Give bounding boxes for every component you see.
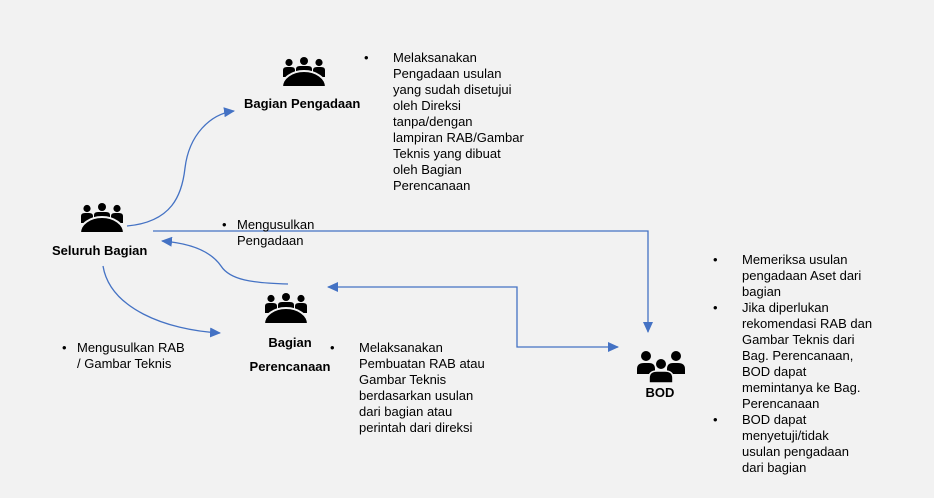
note-line: Melaksanakan — [393, 50, 477, 65]
bullet-item: Melaksanakan Pengadaan usulan yang sudah… — [364, 50, 524, 194]
group-meeting-icon — [79, 203, 125, 233]
bullet-item: Mengusulkan Pengadaan — [222, 217, 315, 249]
note-line: dari bagian atau — [359, 404, 453, 419]
group-meeting-icon — [263, 293, 309, 324]
node-label-bagian-perencanaan: Bagian Perencanaan — [235, 335, 345, 375]
note-line: Perencanaan — [393, 178, 471, 193]
note-line: Pembuatan RAB atau — [359, 356, 485, 371]
note-line: menyetuji/tidak — [742, 428, 829, 443]
group-meeting-icon — [281, 57, 327, 87]
connector-bod-perencanaan — [327, 282, 619, 352]
label-line: Bagian — [268, 335, 312, 350]
note-bod: Memeriksa usulan pengadaan Aset dari bag… — [713, 252, 873, 476]
bullet-item: Melaksanakan Pembuatan RAB atau Gambar T… — [330, 340, 485, 436]
note-line: Melaksanakan — [359, 340, 443, 355]
node-label-seluruh-bagian: Seluruh Bagian — [52, 243, 148, 258]
note-mengusulkan-rab: Mengusulkan RAB / Gambar Teknis — [62, 340, 185, 372]
note-line: Perencanaan — [742, 396, 820, 411]
note-line: berdasarkan usulan — [359, 388, 474, 403]
connector-seluruh-to-pengadaan — [126, 107, 235, 227]
note-mengusulkan-pengadaan: Mengusulkan Pengadaan — [222, 217, 315, 249]
bullet-item: Mengusulkan RAB / Gambar Teknis — [62, 340, 185, 372]
note-line: Pengadaan — [237, 233, 304, 248]
label-line: Perencanaan — [249, 359, 331, 374]
people-group-icon — [637, 351, 685, 383]
note-line: tanpa/dengan — [393, 114, 473, 129]
note-line: yang sudah disetujui — [393, 82, 512, 97]
connector-seluruh-to-bod — [153, 230, 653, 333]
bullet-item: Jika diperlukan rekomendasi RAB dan Gamb… — [713, 300, 873, 412]
note-line: rekomendasi RAB dan — [742, 316, 873, 331]
bullet-item: Memeriksa usulan pengadaan Aset dari bag… — [713, 252, 872, 300]
note-line: Gambar Teknis — [359, 372, 447, 387]
note-line: lampiran RAB/Gambar — [393, 130, 524, 145]
note-line: dari bagian — [742, 460, 807, 475]
node-label-bod: BOD — [645, 385, 675, 400]
note-line: Pengadaan usulan — [393, 66, 502, 81]
note-line: oleh Bagian — [393, 162, 462, 177]
note-line: Teknis yang dibuat — [393, 146, 501, 161]
note-line: bagian — [742, 284, 782, 299]
connector-seluruh-to-perencanaan — [102, 265, 221, 338]
note-line: BOD dapat — [742, 364, 807, 379]
note-line: oleh Direksi — [393, 98, 461, 113]
note-line: / Gambar Teknis — [77, 356, 172, 371]
note-line: Memeriksa usulan — [742, 252, 848, 267]
bullet-item: BOD dapat menyetuji/tidak usulan pengada… — [713, 412, 872, 476]
note-line: usulan pengadaan — [742, 444, 849, 459]
note-line: Jika diperlukan — [742, 300, 829, 315]
note-line: pengadaan Aset dari — [742, 268, 862, 283]
note-line: BOD dapat — [742, 412, 807, 427]
note-line: perintah dari direksi — [359, 420, 473, 435]
connector-perencanaan-to-seluruh — [161, 236, 289, 285]
note-line: Gambar Teknis dari — [742, 332, 855, 347]
note-line: Bag. Perencanaan, — [742, 348, 854, 363]
note-line: Mengusulkan RAB — [77, 340, 185, 355]
note-line: Mengusulkan — [237, 217, 315, 232]
note-pengadaan: Melaksanakan Pengadaan usulan yang sudah… — [364, 50, 524, 194]
node-label-bagian-pengadaan: Bagian Pengadaan — [244, 96, 361, 111]
note-line: memintanya ke Bag. — [742, 380, 861, 395]
note-perencanaan: Melaksanakan Pembuatan RAB atau Gambar T… — [330, 340, 485, 436]
